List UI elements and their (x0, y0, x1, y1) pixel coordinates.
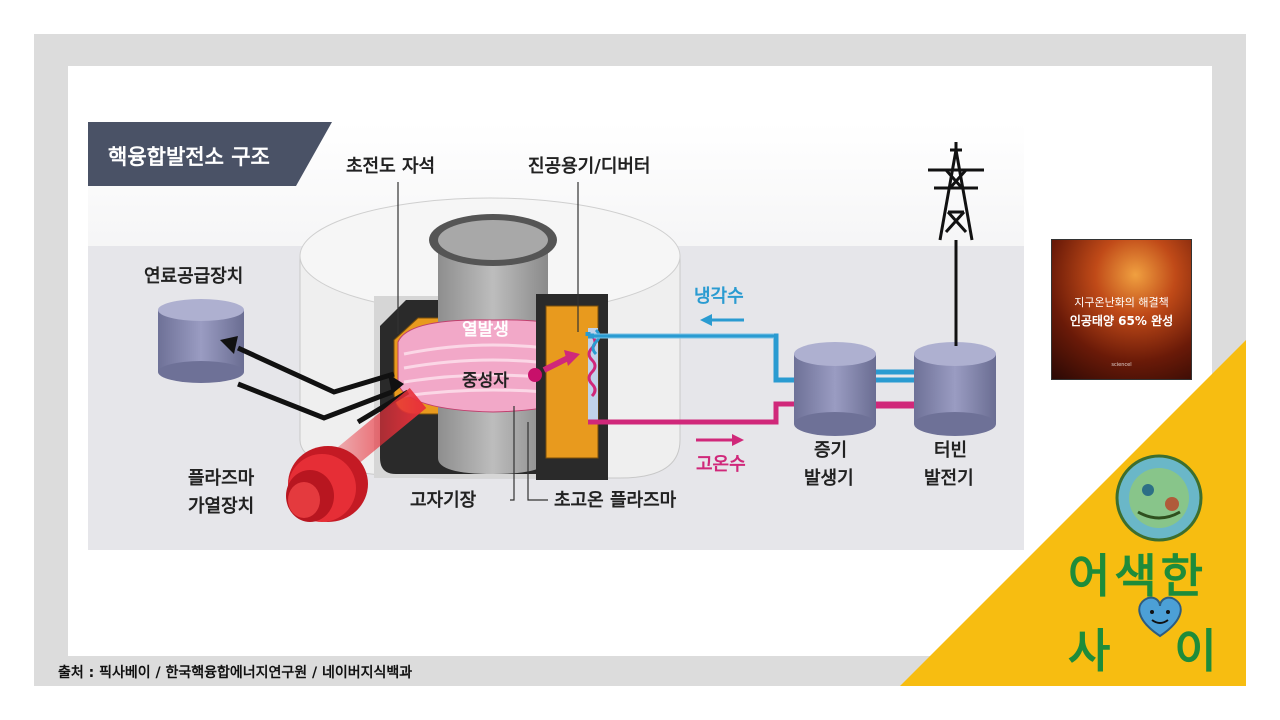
thumbnail-line-2: 인공태양 65% 완성 (1069, 314, 1174, 328)
label-fuel-supply: 연료공급장치 (144, 266, 243, 287)
fuel-line-in (237, 381, 393, 421)
label-hot-water: 고온수 (696, 454, 746, 475)
brand-line-1: 어색한 (1068, 549, 1207, 603)
label-coolant: 냉각수 (694, 286, 744, 307)
plasma-heater (286, 446, 368, 522)
neutron-arrowhead (564, 350, 580, 366)
heart-earth-icon (1138, 596, 1182, 638)
label-turbine-2: 발전기 (924, 468, 974, 489)
label-high-field: 고자기장 (410, 490, 477, 511)
label-vessel: 진공용기/디버터 (528, 156, 651, 177)
fuel-arrowhead-left (220, 336, 238, 354)
label-steam-2: 발생기 (804, 468, 854, 489)
steam-generator-tank (794, 342, 876, 436)
diagram-title: 핵융합발전소 구조 (108, 145, 270, 169)
fuel-line-out (236, 345, 395, 395)
label-neutron: 중성자 (462, 371, 509, 391)
label-plasma-heater-1: 플라즈마 (188, 468, 255, 489)
field-leader (510, 406, 515, 501)
brand-line-2-part-b: 이 (1174, 624, 1221, 678)
thumbnail-line-1: 지구온난화의 해결책 (1074, 296, 1169, 309)
label-plasma: 초고온 플라즈마 (554, 490, 677, 511)
power-tower-icon (928, 142, 984, 346)
globe-logo-icon (1115, 454, 1203, 542)
video-thumbnail[interactable]: 지구온난화의 해결책 인공태양 65% 완성 sciencel (1051, 239, 1192, 380)
neutron-dot (528, 368, 542, 382)
plasma-leader (527, 422, 548, 501)
source-caption: 출처 : 픽사베이 / 한국핵융합에너지연구원 / 네이버지식백과 (58, 665, 413, 681)
label-turbine-1: 터빈 (934, 440, 967, 461)
label-heat: 열발생 (462, 320, 509, 340)
label-magnet: 초전도 자석 (346, 156, 435, 177)
turbine-generator-tank (914, 342, 996, 436)
reactor (299, 197, 681, 480)
thumbnail-credit: sciencel (1111, 362, 1132, 368)
label-steam-1: 증기 (814, 440, 847, 461)
brand-line-2-part-a: 사 (1068, 624, 1115, 678)
fuel-arrowhead-right (388, 374, 404, 394)
title-banner (88, 122, 332, 186)
fusion-plant-diagram: 핵융합발전소 구조 열발생 중성자 연료공급 (88, 122, 1024, 550)
neutron-arrow (542, 355, 570, 373)
label-plasma-heater-2: 가열장치 (188, 496, 254, 517)
